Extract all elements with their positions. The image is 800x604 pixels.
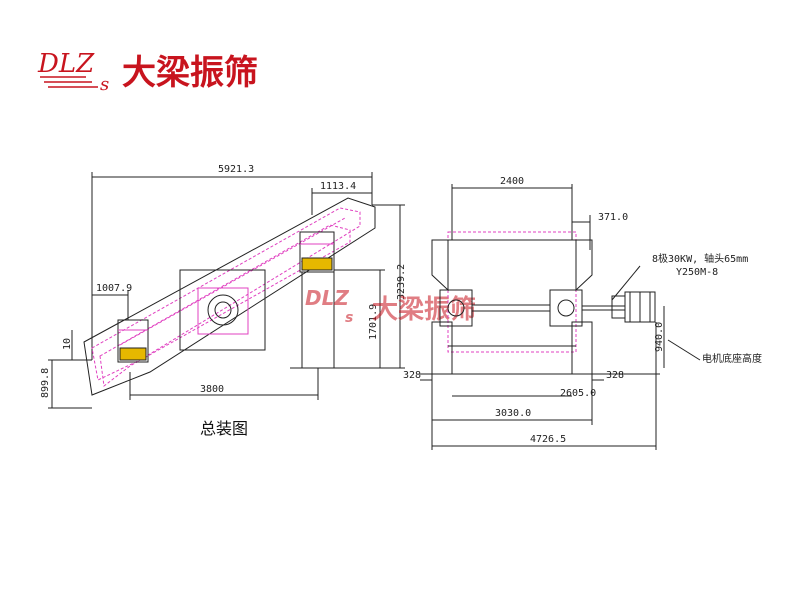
right-pedestal-end <box>571 321 593 375</box>
watermark-chinese: 大梁振筛 <box>372 294 476 325</box>
right-exciter-hub <box>557 299 575 317</box>
frame-inner <box>447 231 577 353</box>
center-watermark: DLZ s 大梁振筛 <box>305 286 476 326</box>
left-exciter <box>439 289 473 327</box>
watermark-latin-sub: s <box>345 310 353 326</box>
dim-base-width: 3030.0 <box>495 408 531 419</box>
left-side-plate <box>431 239 449 292</box>
exciter-shaft-outer <box>207 294 239 326</box>
dim-left-foot: 328 <box>403 370 421 381</box>
note-motor-model: Y250M-8 <box>676 267 718 278</box>
screen-deck-3 <box>119 217 346 346</box>
left-spring-support <box>117 319 149 363</box>
exciter-shaft-inner <box>214 301 232 319</box>
watermark-latin: DLZ <box>305 286 349 310</box>
brand-logo: DLZ s 大梁振筛 <box>37 49 258 95</box>
dim-motor-height: 940.0 <box>654 322 665 352</box>
screen-body <box>83 197 376 396</box>
dim-small-gap: 10 <box>62 338 73 350</box>
logo-latin-sub: s <box>100 74 109 95</box>
side-plate <box>179 269 266 351</box>
leader-motor-base <box>667 339 701 361</box>
exciter-housing <box>197 287 249 335</box>
note-motor-base: 电机底座高度 <box>702 352 762 365</box>
screen-deck-2 <box>99 224 351 387</box>
side-view-labels: 5921.3 1113.4 1007.9 3800 3239.2 1701.9 … <box>40 164 407 438</box>
right-spring-yellow <box>301 257 333 271</box>
left-pedestal <box>431 321 453 375</box>
dim-base-height: 899.8 <box>40 368 51 398</box>
note-motor-spec: 8极30KW, 轴头65mm <box>652 252 748 265</box>
motor-flange <box>611 295 626 319</box>
logo-latin-text: DLZ <box>37 49 95 79</box>
dim-support-height: 1701.9 <box>368 304 379 340</box>
dim-inner-span: 2605.0 <box>560 388 596 399</box>
dim-overall-width: 4726.5 <box>530 434 566 445</box>
side-view <box>48 172 405 409</box>
dim-span: 3800 <box>200 384 224 395</box>
dim-top-right: 1113.4 <box>320 181 356 192</box>
dim-overall-length: 5921.3 <box>218 164 254 175</box>
dim-right-foot: 328 <box>606 370 624 381</box>
dim-total-height: 3239.2 <box>396 264 407 300</box>
end-view-labels: 2400 371.0 328 328 2605.0 3030.0 4726.5 … <box>403 176 762 445</box>
dim-left-support: 1007.9 <box>96 283 132 294</box>
left-spring-yellow <box>119 347 147 361</box>
end-view <box>420 184 701 450</box>
left-exciter-hub <box>447 299 465 317</box>
dim-right-offset: 371.0 <box>598 212 628 223</box>
right-exciter <box>549 289 583 327</box>
logo-chinese-text: 大梁振筛 <box>122 53 258 93</box>
dim-width-top: 2400 <box>500 176 524 187</box>
leader-motor-spec <box>611 265 641 301</box>
side-view-caption: 总装图 <box>200 419 248 438</box>
